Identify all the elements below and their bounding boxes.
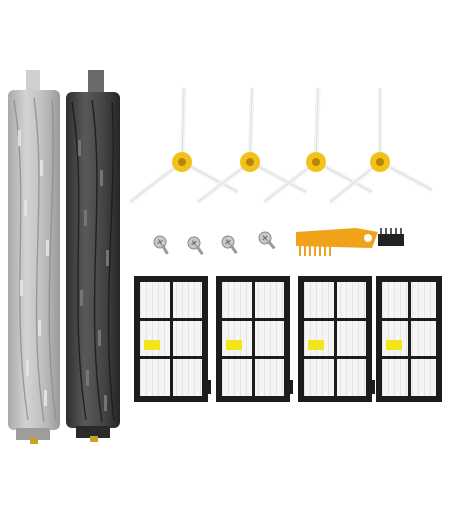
screw [153, 235, 169, 255]
hepa-filter [134, 276, 211, 402]
side-brush [328, 88, 434, 204]
screw [221, 235, 238, 255]
screws [153, 231, 276, 256]
hepa-filter [298, 276, 375, 402]
screw [258, 231, 276, 250]
roller-brush-gray [8, 70, 60, 444]
side-brushes [128, 87, 434, 204]
side-brush [262, 87, 374, 204]
hepa-filter [216, 276, 293, 402]
roller-brush-black [66, 70, 120, 442]
hepa-filters [134, 276, 442, 402]
hepa-filter [376, 276, 442, 402]
side-brush [128, 87, 240, 204]
cleaning-tool [296, 228, 404, 256]
side-brush [196, 87, 308, 204]
screw [187, 236, 204, 256]
